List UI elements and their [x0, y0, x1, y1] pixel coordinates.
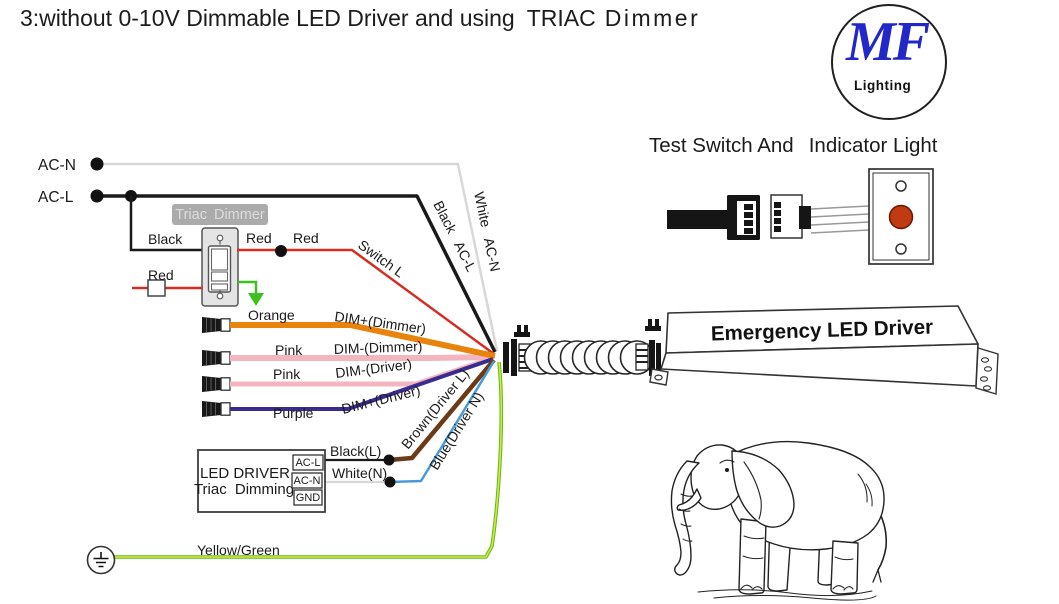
logo-initials: MF	[846, 11, 930, 73]
red-input-label: Red	[148, 267, 174, 283]
elephant-eye	[725, 468, 729, 472]
test-switch-male-plug	[667, 195, 760, 240]
wire-nut-pink1	[202, 350, 231, 366]
ac-n-terminal-dot	[90, 157, 104, 171]
ac-n-label: AC-N	[38, 157, 76, 174]
terminal-acn	[291, 472, 323, 489]
plate-bottom-hole	[895, 243, 907, 255]
ground-shadow	[697, 589, 877, 601]
terminal-acl-label: AC-L	[295, 457, 320, 469]
wire-nut-pink2	[202, 376, 231, 392]
ac-l-terminal-dot	[90, 189, 104, 203]
title-triac: TRIAC	[526, 5, 596, 31]
emergency-led-driver: Emergency LED Driver	[649, 305, 999, 395]
yellow-green-wire	[114, 361, 504, 559]
elephant-illustration	[670, 440, 888, 601]
conduit-right-connector	[635, 319, 661, 376]
brown-wire	[388, 358, 496, 463]
dim-plus-driver-label: DIM+(Driver)	[340, 382, 422, 417]
wire-nut-purple	[202, 401, 231, 417]
white-n-label: White(N)	[332, 465, 387, 481]
pink2-label: Pink	[273, 366, 301, 382]
pink1-wire	[230, 354, 494, 361]
triac-dimmer-switch	[201, 227, 239, 307]
plate-top-hole	[895, 180, 907, 192]
red-switch-l-wire	[237, 248, 495, 356]
pink1-label: Pink	[275, 342, 303, 358]
page-title: 3:without 0-10V Dimmable LED Driver and …	[20, 5, 700, 32]
orange-wire	[230, 322, 496, 359]
title-dimmer: Dimmer	[604, 5, 701, 31]
elephant-tusk	[676, 488, 702, 512]
led-driver-line2: Triac Dimming	[194, 481, 294, 498]
test-switch-heading: Test Switch And Indicator Light	[649, 134, 938, 158]
indicator-plate	[868, 168, 934, 265]
elephant-ear	[731, 450, 795, 528]
black-branch-wire	[129, 196, 203, 252]
terminal-acl	[292, 454, 324, 471]
terminal-gnd	[293, 489, 323, 506]
dim-minus-dimmer-label: DIM-(Dimmer)	[334, 338, 423, 357]
black-branch-label: Black	[148, 231, 183, 247]
red-junction-dot	[275, 245, 287, 257]
test-switch-female-plug	[770, 194, 811, 239]
indicator-wires	[810, 205, 870, 234]
led-driver-line1: LED DRIVER	[200, 465, 290, 482]
dimmer-top-screw	[216, 234, 224, 242]
purple-wire	[230, 357, 494, 411]
test-switch-heading-left: Test Switch And	[649, 134, 794, 157]
terminal-acn-label: AC-N	[294, 475, 321, 487]
elephant-trunk	[670, 460, 700, 576]
dimmer-ground-arrow	[238, 280, 264, 306]
earth-ground-symbol	[86, 545, 116, 575]
dimmer-bottom-screw	[216, 292, 224, 300]
blue-wire	[389, 360, 496, 484]
red-label-1: Red	[246, 230, 272, 246]
flexible-conduit	[523, 340, 655, 375]
triac-dimmer-badge: Triac Dimmer	[172, 204, 268, 225]
wire-nut-orange	[202, 317, 231, 333]
led-driver-box: LED DRIVER Triac Dimming AC-L AC-N GND	[194, 449, 326, 513]
indicator-button	[888, 204, 914, 230]
terminal-gnd-label: GND	[296, 492, 321, 504]
white-n-junction-dot	[384, 476, 396, 488]
black-l-label: Black(L)	[330, 443, 381, 459]
yellow-green-label: Yellow/Green	[197, 542, 280, 558]
orange-label: Orange	[248, 307, 295, 323]
ac-l-label: AC-L	[38, 189, 74, 206]
purple-label: Purple	[273, 405, 314, 421]
test-switch-heading-right: Indicator Light	[808, 134, 938, 157]
brand-logo: MF Lighting	[831, 4, 947, 120]
ac-n-wire	[90, 157, 499, 352]
black-l-junction-dot	[383, 454, 395, 466]
title-main: 3:without 0-10V Dimmable LED Driver and …	[20, 5, 515, 31]
red-input-connector	[147, 279, 166, 297]
red-label-2: Red	[293, 230, 319, 246]
triac-dimmer-label: Triac Dimmer	[175, 207, 265, 223]
logo-word: Lighting	[854, 78, 912, 93]
